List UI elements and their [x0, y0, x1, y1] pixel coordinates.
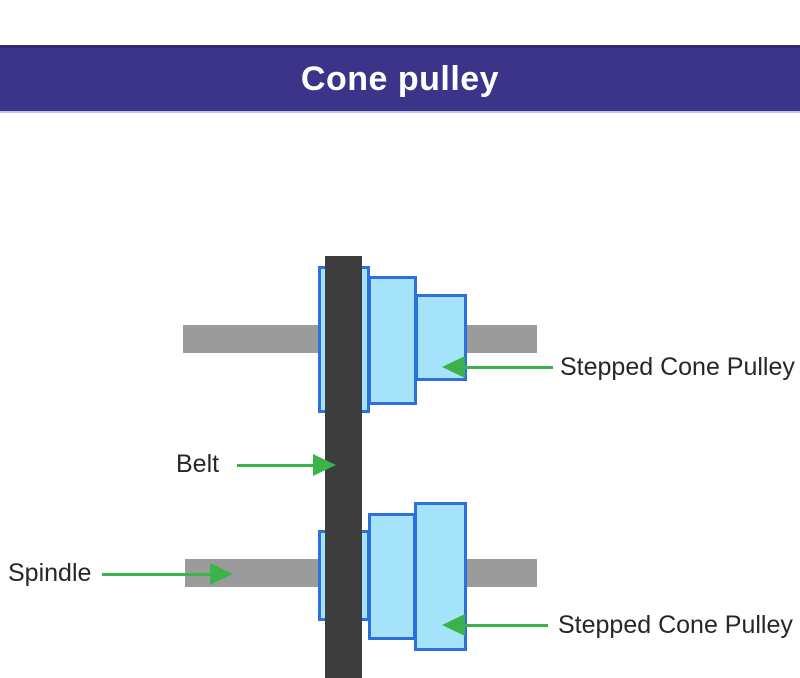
leader-arrow-pulley-bottom — [442, 614, 548, 636]
leader-line — [102, 572, 213, 576]
page-title: Cone pulley — [300, 60, 500, 98]
label-belt: Belt — [176, 450, 220, 478]
leader-line — [462, 623, 548, 627]
arrowhead-right-icon — [313, 454, 336, 476]
leader-arrow-pulley-top — [442, 356, 553, 378]
arrowhead-right-icon — [210, 563, 233, 585]
leader-arrow-belt — [237, 454, 336, 476]
pulley-bottom-step-medium — [368, 513, 416, 640]
leader-arrow-spindle — [102, 563, 233, 585]
title-banner: Cone pulley — [0, 45, 800, 113]
diagram-canvas: Stepped Cone Pulley Stepped Cone Pulley … — [0, 113, 800, 678]
leader-line — [237, 463, 316, 467]
leader-line — [462, 365, 553, 369]
label-stepped-cone-pulley-bottom: Stepped Cone Pulley — [558, 611, 793, 639]
label-stepped-cone-pulley-top: Stepped Cone Pulley — [560, 353, 795, 381]
arrowhead-left-icon — [442, 356, 465, 378]
label-spindle: Spindle — [8, 559, 92, 587]
pulley-top-step-medium — [368, 276, 417, 405]
